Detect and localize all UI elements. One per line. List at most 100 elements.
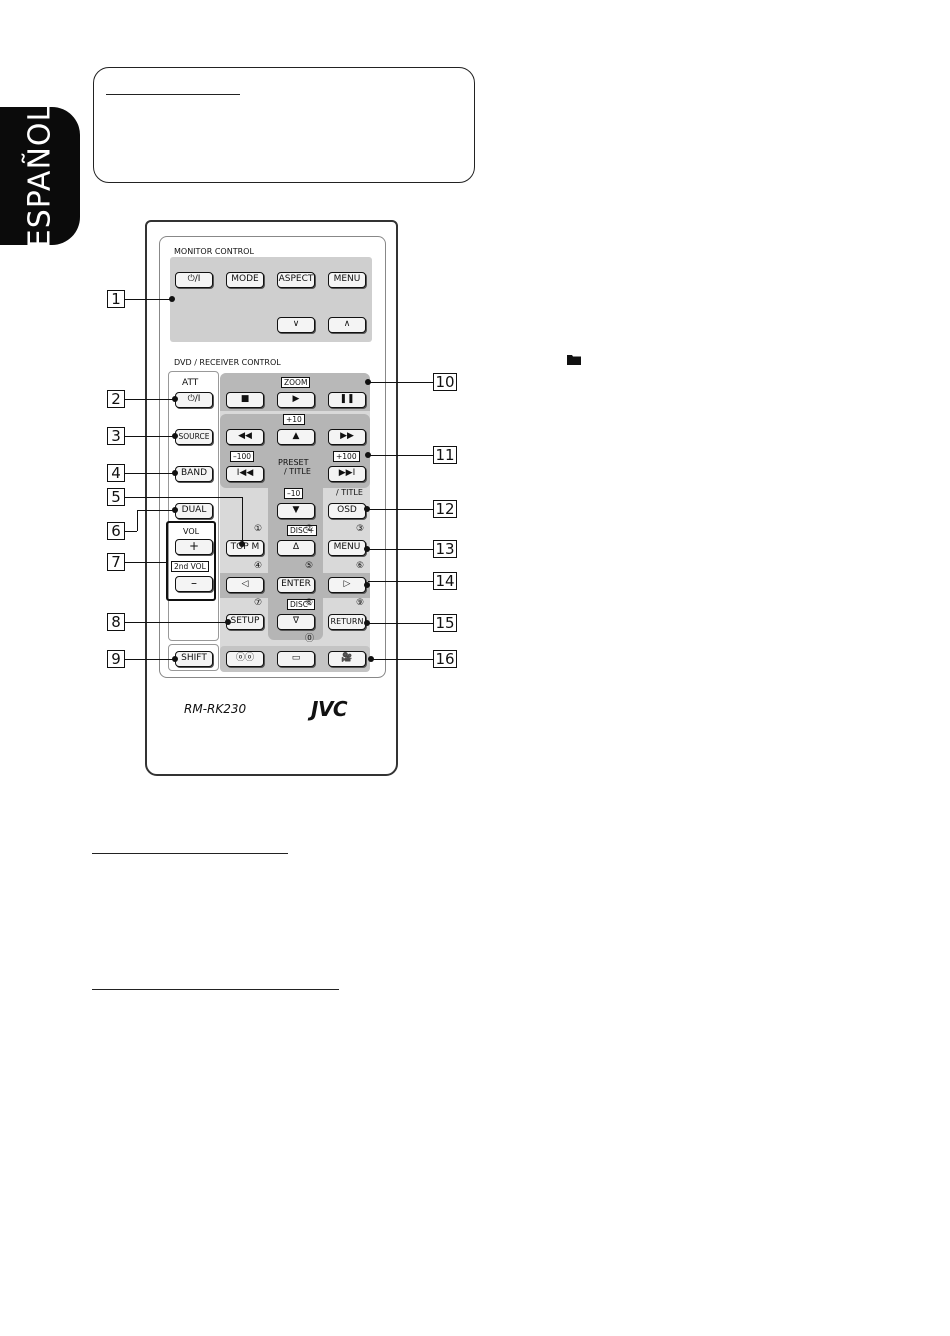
- play-button[interactable]: ▶: [277, 392, 315, 408]
- previous-button[interactable]: I◀◀: [226, 466, 264, 482]
- leader-dot-9: [172, 656, 178, 662]
- return-button[interactable]: RETURN: [328, 614, 366, 630]
- angle-button[interactable]: 🎥: [328, 651, 366, 667]
- leader-dot-14: [364, 582, 370, 588]
- leader-dot-15: [364, 620, 370, 626]
- cursor-left-button[interactable]: ◁: [226, 577, 264, 593]
- cursor-up-button[interactable]: ∆: [277, 540, 315, 556]
- leader-1: [125, 299, 171, 300]
- section-rule-2: [92, 989, 339, 990]
- vol-minus-button[interactable]: –: [175, 576, 213, 592]
- digit-9-label: ⑨: [356, 598, 365, 608]
- callout-5: 5: [107, 488, 125, 506]
- enter-button[interactable]: ENTER: [277, 577, 315, 593]
- folder-title-label-2: / TITLE: [336, 488, 363, 497]
- shift-frame: [168, 644, 219, 671]
- cursor-right-button[interactable]: ▷: [328, 577, 366, 593]
- callout-11: 11: [433, 446, 457, 464]
- leader-dot-2: [172, 396, 178, 402]
- vol-plus-button[interactable]: +: [175, 539, 213, 555]
- leader-4: [125, 473, 175, 474]
- folder-icon: [567, 355, 581, 365]
- callout-1: 1: [107, 290, 125, 308]
- leader-dot-5: [239, 541, 245, 547]
- callout-7: 7: [107, 553, 125, 571]
- top-menu-button[interactable]: TOP M: [226, 540, 264, 556]
- callout-4: 4: [107, 464, 125, 482]
- dvd-control-label: DVD / RECEIVER CONTROL: [174, 358, 281, 367]
- model-name: RM-RK230: [184, 702, 247, 716]
- left-column-frame: [168, 371, 219, 641]
- fast-forward-button[interactable]: ▶▶: [328, 429, 366, 445]
- digit-1-label: ①: [254, 524, 263, 534]
- source-button[interactable]: SOURCE: [175, 429, 213, 445]
- monitor-down-button[interactable]: ∨: [277, 317, 315, 333]
- leader-dot-13: [364, 546, 370, 552]
- leader-dot-1: [169, 296, 175, 302]
- leader-dot-3: [172, 433, 178, 439]
- plus10-label: +10: [283, 414, 305, 425]
- callout-6: 6: [107, 522, 125, 540]
- folder-title-label: / TITLE: [284, 467, 311, 476]
- audio-button[interactable]: ⓞⓞ: [226, 651, 264, 667]
- callout-8: 8: [107, 613, 125, 631]
- zoom-label: ZOOM: [281, 377, 311, 388]
- leader-6-h: [137, 510, 175, 511]
- note-rule: [106, 94, 240, 95]
- leader-13: [368, 549, 433, 550]
- stop-button[interactable]: ■: [226, 392, 264, 408]
- digit-6-label: ⑥: [356, 561, 365, 571]
- menu-button[interactable]: MENU: [328, 540, 366, 556]
- setup-button[interactable]: SETUP: [226, 614, 264, 630]
- callout-9: 9: [107, 650, 125, 668]
- callout-3: 3: [107, 427, 125, 445]
- aspect-button[interactable]: ASPECT: [277, 272, 315, 288]
- att-power-button[interactable]: ⏻/I: [175, 392, 213, 408]
- callout-10: 10: [433, 373, 457, 391]
- disc-minus-label: DISC–: [287, 599, 315, 610]
- leader-3: [125, 436, 175, 437]
- next-button[interactable]: ▶▶I: [328, 466, 366, 482]
- callout-15: 15: [433, 614, 457, 632]
- leader-2: [125, 399, 175, 400]
- digit-4-label: ④: [254, 561, 263, 571]
- plus100-label: +100: [333, 451, 360, 462]
- rewind-button[interactable]: ◀◀: [226, 429, 264, 445]
- language-tab: ESPAÑOL: [0, 103, 80, 249]
- up-button[interactable]: ▲: [277, 429, 315, 445]
- vol-label: VOL: [183, 527, 200, 536]
- monitor-up-button[interactable]: ∧: [328, 317, 366, 333]
- callout-14: 14: [433, 572, 457, 590]
- pause-button[interactable]: ❚❚: [328, 392, 366, 408]
- shift-button[interactable]: SHIFT: [175, 651, 213, 667]
- cursor-down-button[interactable]: ∇: [277, 614, 315, 630]
- leader-6-v: [137, 510, 138, 531]
- monitor-power-button[interactable]: ⏻/I: [175, 272, 213, 288]
- monitor-menu-button[interactable]: MENU: [328, 272, 366, 288]
- callout-13: 13: [433, 540, 457, 558]
- digit-8-label: ⑧: [305, 598, 314, 608]
- down-button[interactable]: ▼: [277, 503, 315, 519]
- att-label: ATT: [182, 378, 199, 388]
- leader-6: [125, 531, 137, 532]
- section-rule-1: [92, 853, 288, 854]
- callout-16: 16: [433, 650, 457, 668]
- leader-dot-12: [364, 506, 370, 512]
- leader-5: [125, 497, 242, 498]
- leader-11: [368, 455, 433, 456]
- leader-10: [368, 382, 433, 383]
- digit-5-label: ⑤: [305, 561, 314, 571]
- leader-14: [368, 581, 433, 582]
- dual-button[interactable]: DUAL: [175, 503, 213, 519]
- leader-dot-6: [172, 507, 178, 513]
- note-box: [93, 67, 475, 183]
- subtitle-button[interactable]: ▭: [277, 651, 315, 667]
- language-tab-label: ESPAÑOL: [22, 103, 58, 249]
- leader-dot-10: [365, 379, 371, 385]
- leader-dot-16: [368, 656, 374, 662]
- mode-button[interactable]: MODE: [226, 272, 264, 288]
- leader-dot-8: [225, 619, 231, 625]
- band-button[interactable]: BAND: [175, 466, 213, 482]
- preset-label: PRESET: [278, 458, 309, 467]
- osd-button[interactable]: OSD: [328, 503, 366, 519]
